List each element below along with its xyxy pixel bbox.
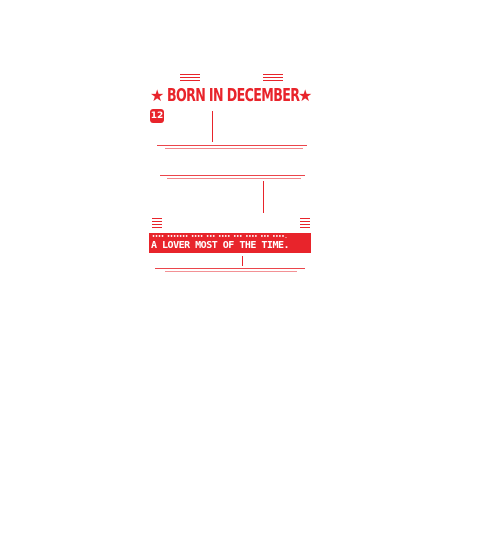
side-stripe-left <box>152 224 162 225</box>
side-stripe-right <box>300 218 310 219</box>
horizontal-rule <box>155 268 305 269</box>
design-title: BORN IN DECEMBER <box>167 85 300 106</box>
side-stripe-left <box>152 221 162 222</box>
top-stripe-left <box>180 80 200 81</box>
tagline-banner: •••• ••••••• •••• ••• •••• ••• •••• ••• … <box>149 233 311 253</box>
side-stripe-right <box>300 227 310 228</box>
star-icon: ★ <box>298 86 313 105</box>
top-stripe-left <box>180 77 200 78</box>
horizontal-rule <box>165 271 297 272</box>
horizontal-rule <box>160 175 305 176</box>
side-stripe-left <box>152 227 162 228</box>
vertical-divider <box>212 111 213 142</box>
side-stripe-right <box>300 221 310 222</box>
vertical-tick <box>242 256 243 266</box>
top-stripe-right <box>263 77 283 78</box>
top-stripe-left <box>180 74 200 75</box>
month-badge: 12 <box>150 109 164 123</box>
horizontal-rule <box>167 178 301 179</box>
tagline-large: A LOVER MOST OF THE TIME. <box>151 240 290 251</box>
side-stripe-left <box>152 218 162 219</box>
side-stripe-right <box>300 224 310 225</box>
horizontal-rule <box>165 148 303 149</box>
horizontal-rule <box>157 145 307 146</box>
tagline-small: •••• ••••••• •••• ••• •••• ••• •••• ••• … <box>152 234 288 240</box>
vertical-divider <box>263 181 264 213</box>
top-stripe-right <box>263 80 283 81</box>
top-stripe-right <box>263 74 283 75</box>
star-icon: ★ <box>150 86 165 105</box>
